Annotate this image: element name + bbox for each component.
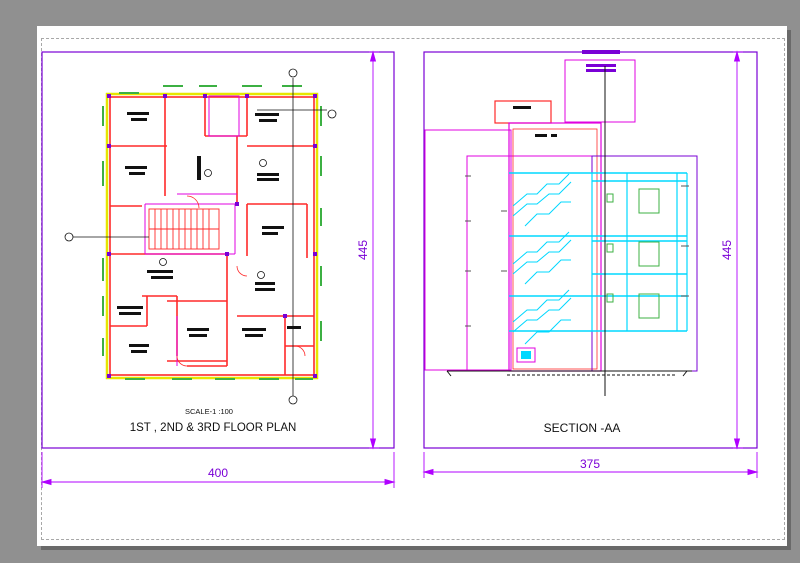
- plan-columns: [107, 94, 317, 378]
- floor-plan-title: 1ST , 2ND & 3RD FLOOR PLAN: [130, 422, 297, 434]
- section-roof-elements: [424, 50, 636, 371]
- section-floor-slabs: [509, 172, 687, 332]
- interior-walls: [110, 97, 314, 375]
- window-symbol-icon: [102, 85, 322, 380]
- plan-dimension-lines: [40, 50, 396, 488]
- section-height-dimension: 445: [720, 240, 734, 260]
- drawing-sheet: SCALE-1 :100 1ST , 2ND & 3RD FLOOR PLAN …: [37, 26, 787, 546]
- door-swing-icon: [176, 195, 306, 367]
- section-level-marks: [465, 175, 689, 327]
- section-panel: SECTION -AA 375 445: [422, 50, 759, 478]
- section-title: SECTION -AA: [544, 421, 621, 435]
- plan-height-dimension: 445: [356, 240, 370, 260]
- scale-label: SCALE-1 :100: [185, 407, 233, 416]
- floor-plan-panel: SCALE-1 :100 1ST , 2ND & 3RD FLOOR PLAN …: [40, 50, 396, 488]
- plan-width-dimension: 400: [208, 466, 228, 480]
- plan-frame: [41, 51, 395, 449]
- plan-magenta-lines: [144, 95, 240, 366]
- room-labels: [117, 112, 301, 353]
- grid-bubble-icon: [64, 68, 337, 405]
- section-ground-line: [446, 66, 692, 396]
- section-cut-lines: [73, 78, 327, 396]
- cad-drawing: SCALE-1 :100 1ST , 2ND & 3RD FLOOR PLAN …: [40, 50, 759, 488]
- section-building-body: [466, 122, 698, 372]
- section-dimension-lines: [422, 50, 759, 478]
- section-columns: [591, 173, 688, 331]
- section-frame: [423, 51, 758, 449]
- plan-staircase: [148, 208, 220, 250]
- section-label-blocks: [535, 134, 557, 137]
- section-width-dimension: 375: [580, 457, 600, 471]
- plan-outline: [105, 92, 319, 380]
- section-window-openings: [606, 188, 660, 319]
- section-staircase: [512, 173, 572, 363]
